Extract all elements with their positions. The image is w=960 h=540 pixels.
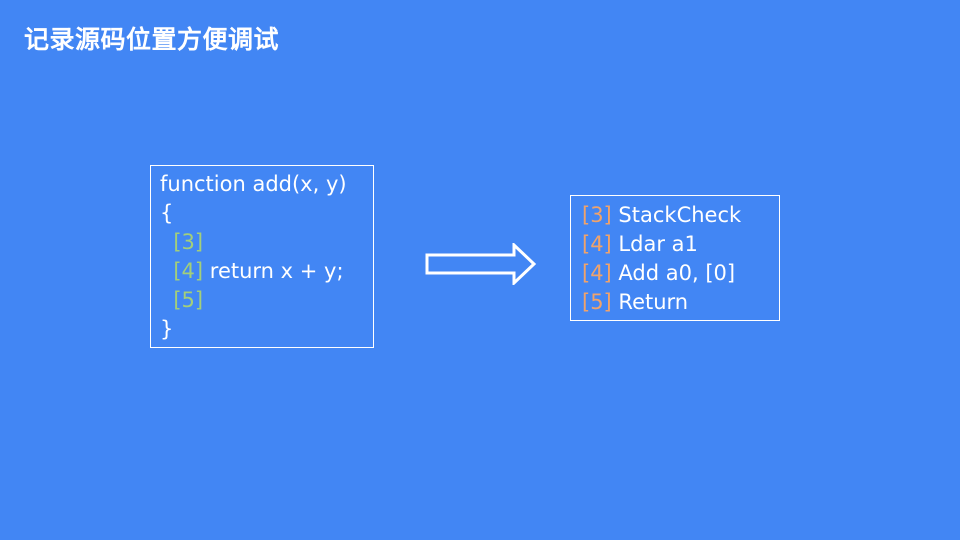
source-line-text: { [160,201,174,225]
source-line: [4] return x + y; [160,257,373,286]
bytecode-line: [3] StackCheck [582,201,779,230]
bytecode-line: [4] Add a0, [0] [582,259,779,288]
position-marker: [5] [582,290,612,314]
source-line-text: } [160,317,174,341]
source-line: } [160,315,373,344]
bytecode-line-text: Add a0, [0] [611,261,736,285]
bytecode-line-text: StackCheck [611,203,742,227]
bytecode-line-text: Return [611,290,689,314]
position-marker: [4] [173,259,204,283]
source-line: function add(x, y) [160,170,373,199]
source-line: { [160,199,373,228]
bytecode-line: [5] Return [582,288,779,317]
right-arrow-icon [425,243,537,285]
source-code-box: function add(x, y) { [3] [4] return x + … [150,165,374,348]
source-line: [5] [160,286,373,315]
bytecode-line: [4] Ldar a1 [582,230,779,259]
position-marker: [4] [582,232,612,256]
slide-title: 记录源码位置方便调试 [24,25,280,54]
position-marker: [3] [582,203,612,227]
bytecode-box: [3] StackCheck [4] Ldar a1 [4] Add a0, [… [570,195,780,321]
source-line-text: return x + y; [203,259,344,283]
bytecode-line-text: Ldar a1 [611,232,698,256]
position-marker: [4] [582,261,612,285]
position-marker: [3] [173,230,204,254]
position-marker: [5] [173,288,204,312]
source-line-text: function add(x, y) [160,172,347,196]
source-line: [3] [160,228,373,257]
